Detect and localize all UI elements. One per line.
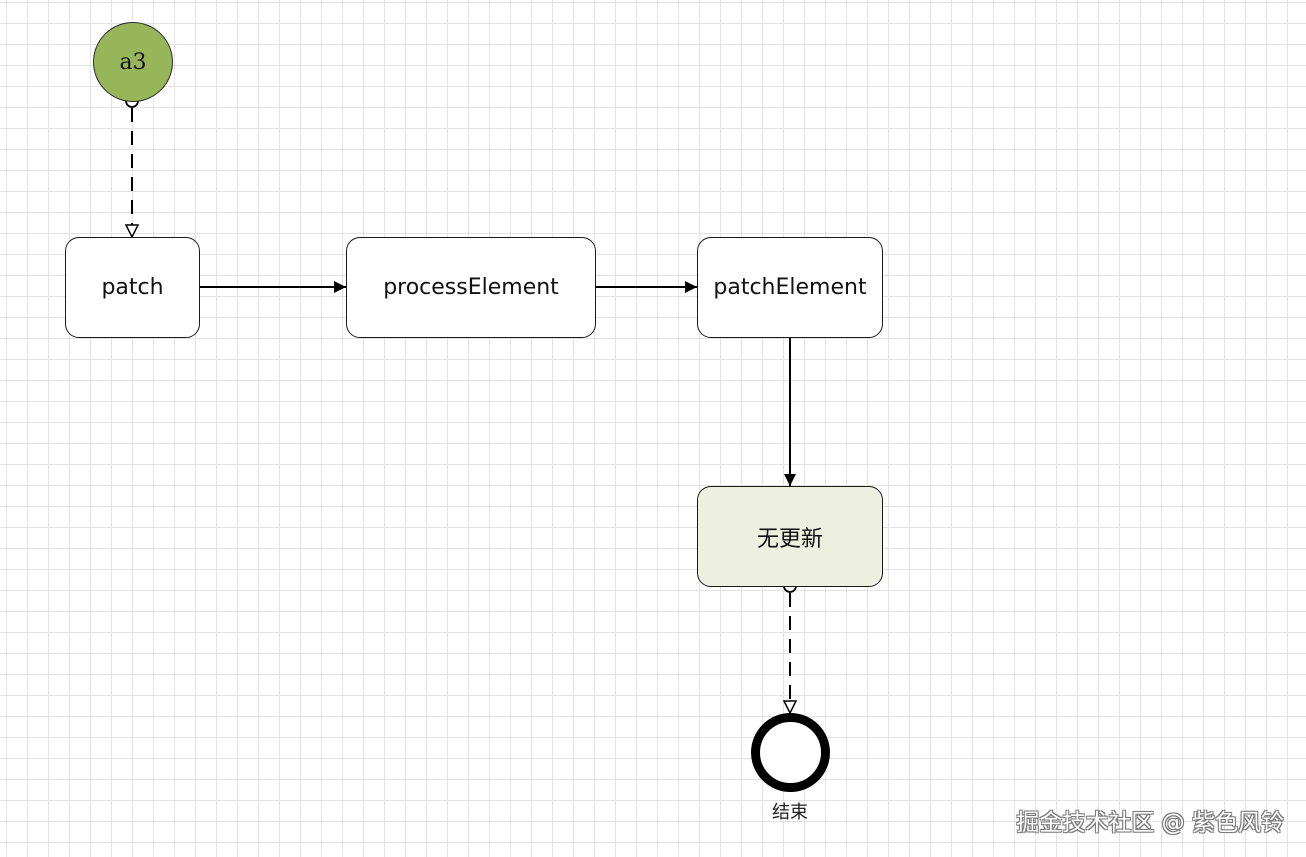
start-node-a3: a3 (93, 22, 173, 102)
node-no-update-label: 无更新 (756, 526, 823, 552)
node-patch-label: patch (101, 275, 164, 300)
node-patch-element: patchElement (697, 237, 883, 338)
node-no-update: 无更新 (697, 486, 883, 587)
node-process-element: processElement (346, 237, 596, 338)
end-node (751, 713, 830, 792)
node-process-element-label: processElement (383, 275, 559, 300)
watermark: 掘金技术社区 @ 紫色风铃 (1016, 810, 1284, 836)
start-node-label: a3 (119, 49, 147, 75)
node-patch: patch (65, 237, 200, 338)
node-patch-element-label: patchElement (713, 275, 867, 300)
end-node-label: 结束 (772, 802, 808, 823)
